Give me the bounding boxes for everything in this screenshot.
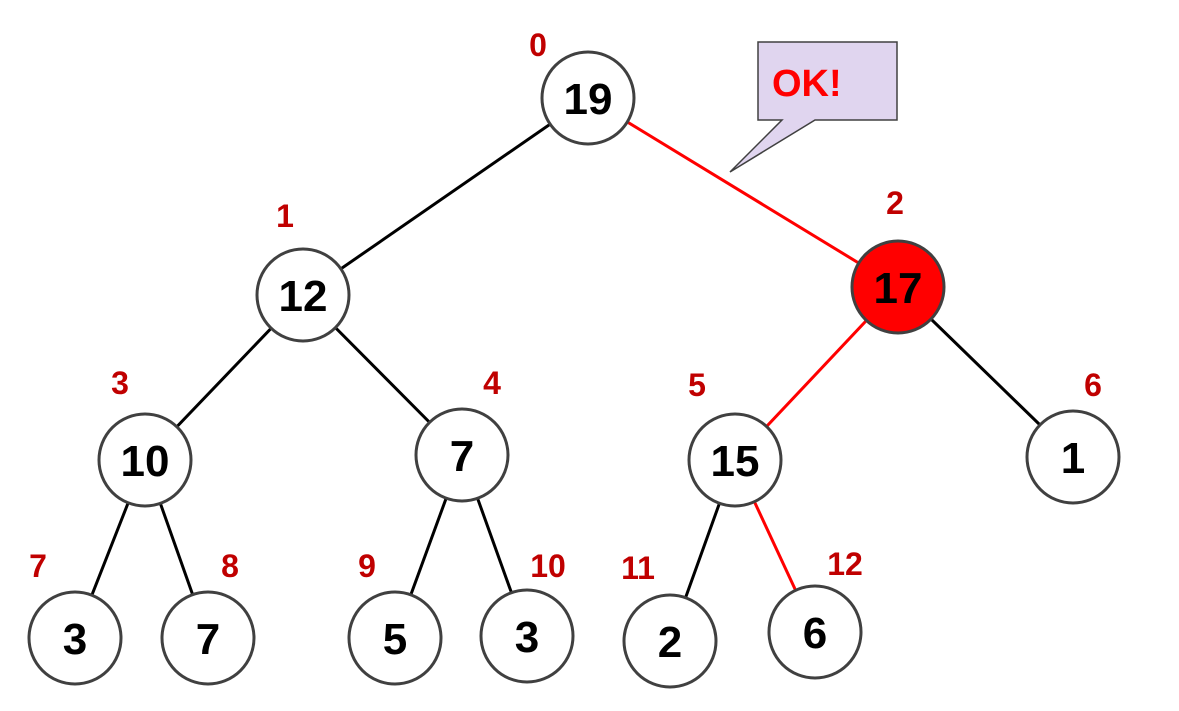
node-value: 7 <box>196 615 220 664</box>
node-circle <box>1025 409 1121 505</box>
node-circle <box>27 590 123 686</box>
node-value: 17 <box>874 264 923 313</box>
node-circle <box>160 590 256 686</box>
node-value: 12 <box>279 272 328 321</box>
node-value: 3 <box>515 613 539 662</box>
node-circle <box>687 412 783 508</box>
node-index-label: 2 <box>886 185 904 221</box>
node-index-label: 3 <box>111 365 129 401</box>
node-value: 1 <box>1061 434 1085 483</box>
tree-node-6: 16 <box>1025 367 1121 505</box>
node-index-label: 9 <box>358 548 376 584</box>
node-value: 10 <box>121 437 170 486</box>
node-value: 6 <box>803 609 827 658</box>
callout-bubble <box>729 41 898 173</box>
node-circle <box>540 50 636 146</box>
node-value: 7 <box>450 432 474 481</box>
tree-node-11: 211 <box>621 550 718 689</box>
node-value: 3 <box>63 615 87 664</box>
node-value: 15 <box>711 437 760 486</box>
node-index-label: 8 <box>221 548 239 584</box>
node-circle <box>479 588 575 684</box>
node-circle <box>622 593 718 689</box>
node-index-label: 10 <box>530 548 566 584</box>
node-circle <box>97 412 193 508</box>
tree-node-9: 59 <box>347 548 443 686</box>
tree-node-3: 10 3 <box>97 365 193 508</box>
tree-node-2: 17 2 <box>850 185 946 335</box>
tree-node-0: 19 0 <box>529 27 636 146</box>
tree-node-4: 74 <box>414 365 510 503</box>
callout-text: OK! <box>772 63 842 105</box>
node-index-label: 7 <box>29 548 47 584</box>
node-index-label: 11 <box>621 550 655 586</box>
edge-0-2 <box>587 96 899 289</box>
tree-node-1: 12 1 <box>255 198 351 343</box>
tree-node-5: 155 <box>687 367 783 508</box>
node-index-label: 1 <box>276 198 294 234</box>
node-value: 19 <box>564 75 613 124</box>
node-value: 5 <box>383 615 407 664</box>
tree-node-12: 612 <box>767 546 863 680</box>
tree-node-8: 78 <box>160 548 256 686</box>
tree-node-10: 3 10 <box>479 548 575 684</box>
node-circle <box>850 239 946 335</box>
node-circle <box>414 407 510 503</box>
node-index-label: 4 <box>483 365 501 401</box>
ok-callout: OK! <box>729 41 898 173</box>
node-circle <box>255 247 351 343</box>
node-circle <box>347 590 443 686</box>
node-index-label: 12 <box>827 546 863 582</box>
node-index-label: 0 <box>529 27 547 63</box>
node-value: 2 <box>658 618 682 667</box>
node-circle <box>767 584 863 680</box>
node-index-label: 5 <box>688 367 706 403</box>
node-index-label: 6 <box>1084 367 1102 403</box>
tree-node-7: 37 <box>27 548 123 686</box>
edge-0-1 <box>302 96 589 297</box>
